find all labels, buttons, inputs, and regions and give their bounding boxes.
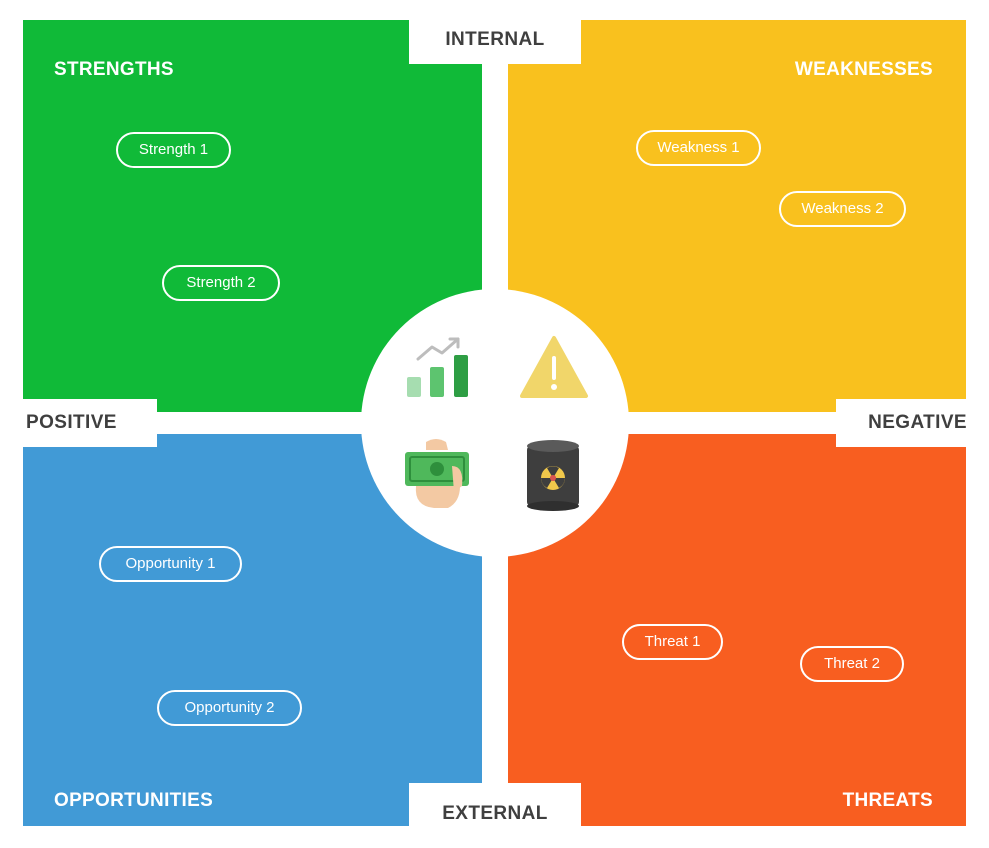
opportunities-title: OPPORTUNITIES (54, 790, 214, 811)
money-hand-icon (402, 436, 472, 510)
strength-item-1[interactable]: Strength 1 (116, 132, 231, 168)
warning-triangle-icon (519, 334, 589, 400)
growth-chart-icon (404, 333, 472, 399)
threat-item-2[interactable]: Threat 2 (800, 646, 904, 682)
weakness-item-2[interactable]: Weakness 2 (779, 191, 906, 227)
weakness-item-1[interactable]: Weakness 1 (636, 130, 761, 166)
internal-axis-label: INTERNAL (409, 16, 581, 64)
positive-axis-label: POSITIVE (18, 399, 157, 447)
strength-item-2[interactable]: Strength 2 (162, 265, 280, 301)
weaknesses-title: WEAKNESSES (794, 59, 933, 80)
threats-title: THREATS (842, 790, 933, 811)
external-axis-label: EXTERNAL (409, 783, 581, 831)
opportunity-item-1[interactable]: Opportunity 1 (99, 546, 242, 582)
radioactive-barrel-icon (522, 438, 584, 512)
threat-item-1[interactable]: Threat 1 (622, 624, 723, 660)
negative-axis-label: NEGATIVE (836, 399, 989, 447)
center-circle (361, 289, 629, 557)
strengths-title: STRENGTHS (54, 59, 174, 80)
opportunity-item-2[interactable]: Opportunity 2 (157, 690, 302, 726)
